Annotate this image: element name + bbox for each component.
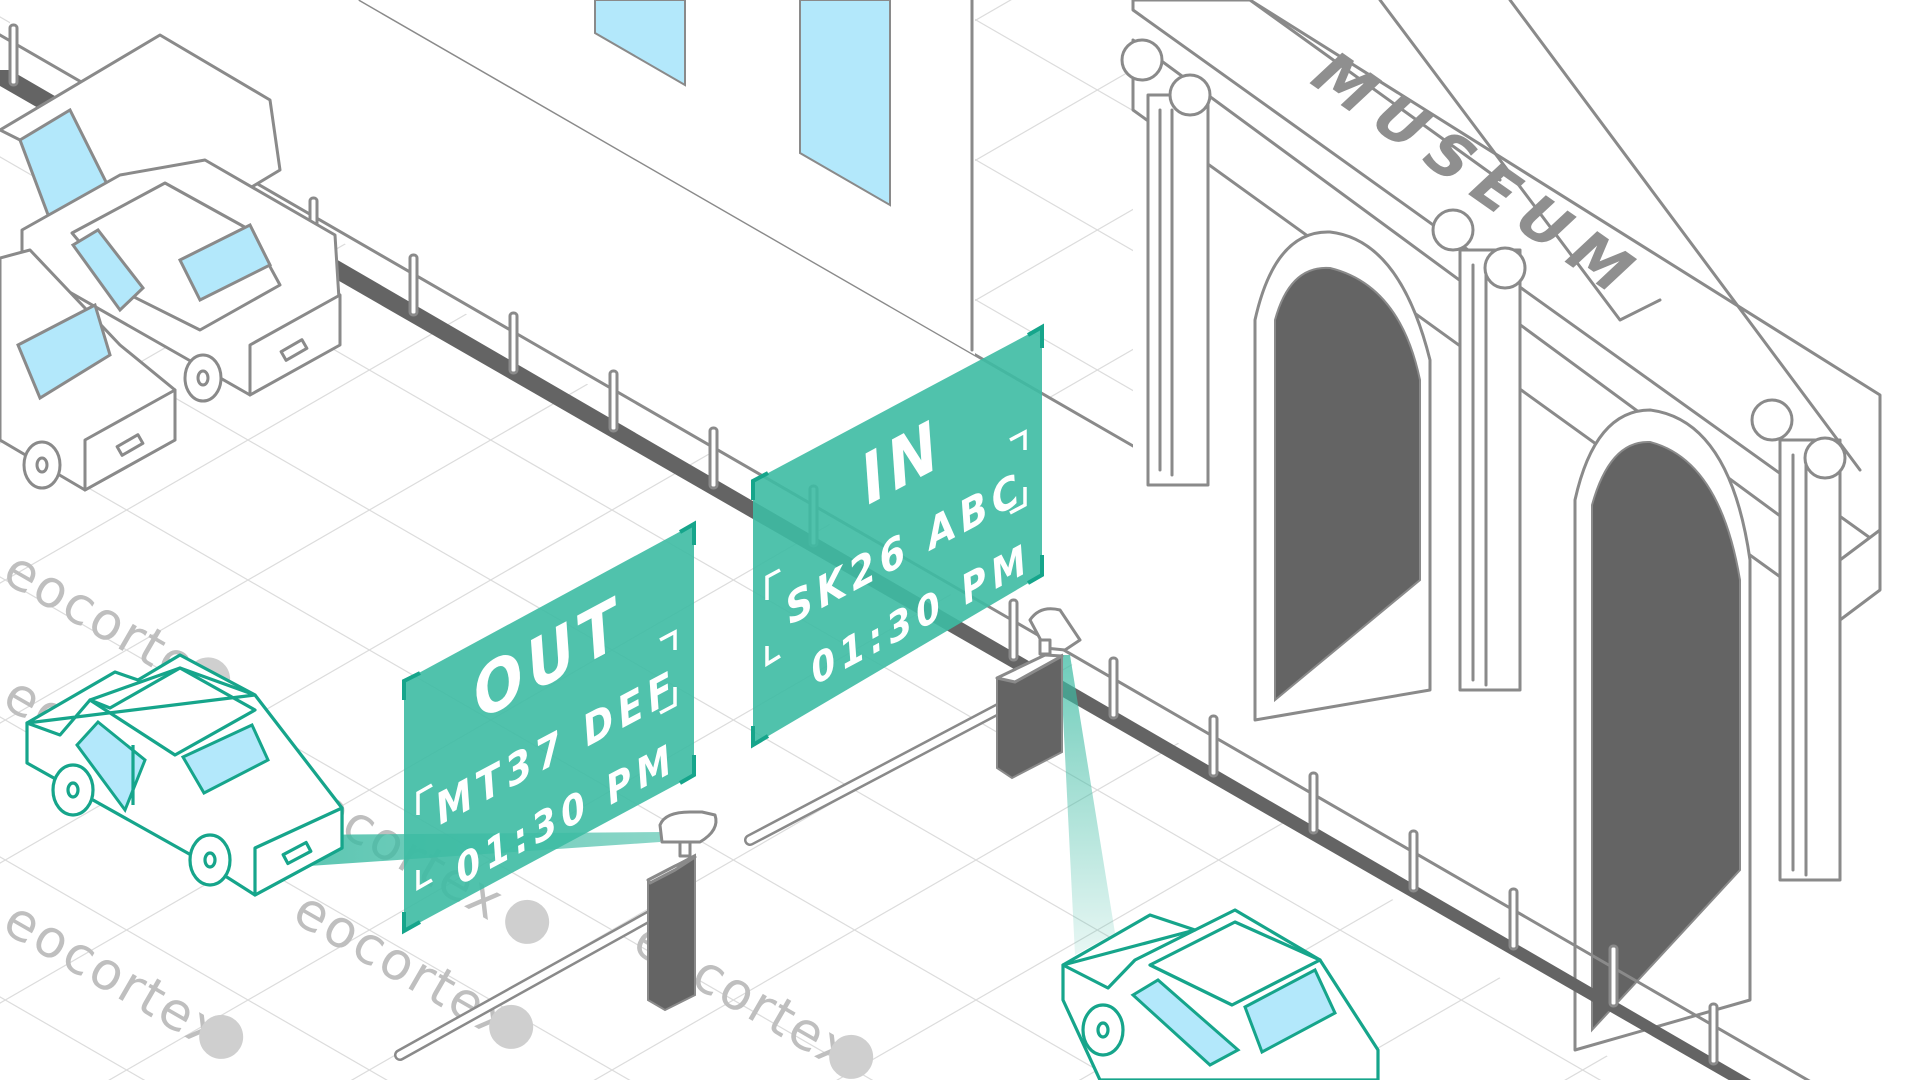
camera-beam-entry <box>1060 655 1115 955</box>
museum-doorway <box>1253 230 1432 722</box>
entry-barrier <box>744 607 1082 846</box>
museum-building: MUSEUM <box>1120 0 1920 1080</box>
fence-post <box>1508 887 1519 951</box>
fence-post <box>508 311 519 375</box>
detected-car-entry <box>1061 908 1380 1080</box>
clock-badge-icon <box>489 1004 534 1049</box>
column <box>1431 208 1527 692</box>
exit-camera <box>658 810 718 858</box>
fence-post <box>1208 714 1219 778</box>
exit-recognition-panel: OUT MT37 DEF 01:30 PM <box>402 520 696 935</box>
detected-car-exit <box>25 653 344 897</box>
entry-camera <box>1028 607 1082 656</box>
clock-badge-icon <box>505 899 550 944</box>
fence-post <box>1008 598 1019 662</box>
building-window <box>799 0 891 207</box>
building-window <box>594 0 686 87</box>
fence-post <box>708 426 719 490</box>
museum-doorway <box>1573 408 1752 1052</box>
fence-post <box>8 23 19 87</box>
parked-car <box>0 248 177 492</box>
fence-post <box>408 253 419 317</box>
fence-post <box>1108 656 1119 720</box>
clock-badge-icon <box>829 1034 874 1079</box>
exit-barrier <box>394 810 718 1061</box>
fence-post <box>1708 1002 1719 1066</box>
fence-post <box>608 369 619 433</box>
column <box>1750 398 1847 882</box>
fence-post <box>1308 771 1319 835</box>
fence-post <box>1408 829 1419 893</box>
fence-post <box>1608 944 1619 1008</box>
column <box>1120 38 1212 487</box>
clock-badge-icon <box>199 1014 244 1059</box>
